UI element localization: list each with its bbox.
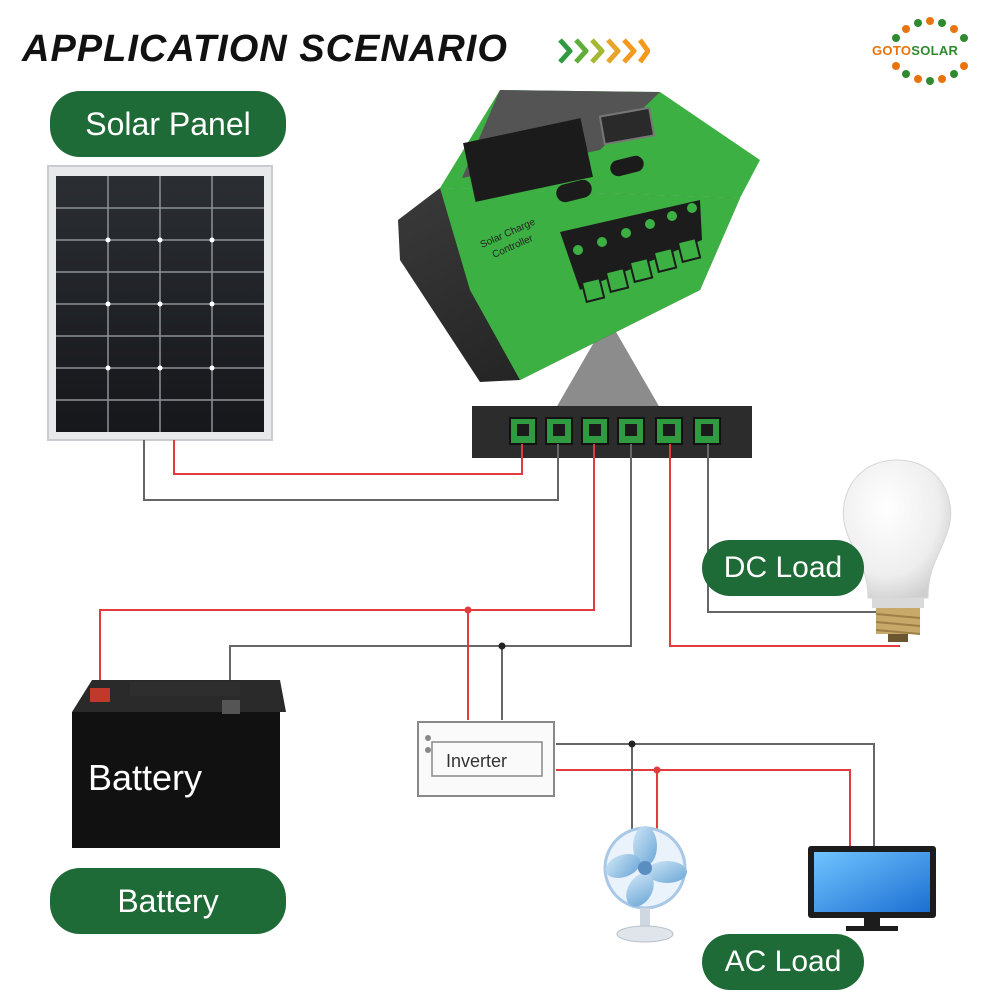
inverter-label: Inverter: [446, 751, 507, 771]
light-bulb-image: [842, 459, 952, 642]
page-title: APPLICATION SCENARIO: [22, 28, 508, 70]
charge-controller-image: Solar Charge Controller: [398, 90, 760, 382]
ac-load-label: AC Load: [702, 934, 864, 990]
inverter-image: Inverter: [417, 721, 555, 797]
battery-negative-wire: [229, 444, 632, 700]
dc-load-label: DC Load: [702, 540, 864, 596]
brand-name-left: GOTO: [872, 43, 912, 58]
brand-name: GOTOSOLAR: [872, 43, 958, 58]
battery-section-label: Battery: [50, 868, 286, 934]
dc-load-positive-wire: [669, 444, 900, 647]
ac-load-wire-2: [556, 769, 851, 846]
ac-load-wire-1: [556, 743, 875, 846]
battery-image: Battery: [72, 680, 286, 848]
brand-name-right: SOLAR: [911, 43, 959, 58]
battery-positive-wire: [99, 444, 595, 688]
brand-logo-icon: [892, 17, 968, 85]
dc-load-negative-wire: [707, 444, 900, 613]
pv-negative-wire: [143, 440, 559, 501]
fan-image: [603, 826, 687, 943]
wire-junctions: [464, 606, 661, 774]
battery-label: Battery: [88, 757, 202, 798]
chevron-arrows-icon: [558, 38, 650, 64]
solar-panel-label: Solar Panel: [50, 91, 286, 157]
pv-positive-wire: [173, 440, 523, 475]
callout-pointer: [556, 318, 660, 408]
terminal-block: [472, 406, 752, 458]
solar-panel-image: [47, 165, 273, 441]
television-image: [808, 846, 936, 931]
wires: [99, 440, 900, 846]
